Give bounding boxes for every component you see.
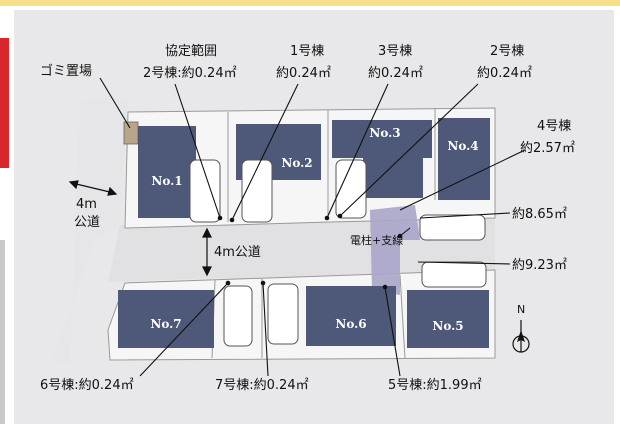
north-arrow-head-icon — [517, 330, 525, 342]
house-label-no5: No.5 — [432, 319, 463, 333]
house-no1 — [138, 126, 196, 218]
house-label-no3: No.3 — [369, 126, 400, 140]
house-no7 — [118, 290, 214, 348]
top-band — [0, 0, 620, 6]
house-no4 — [438, 118, 490, 200]
leader-lines — [99, 77, 526, 377]
pole-label: 電柱+支線 — [350, 233, 403, 247]
house-label-no2: No.2 — [281, 156, 312, 170]
house1-area: 約0.24㎡ — [276, 66, 331, 81]
garbage-area — [123, 121, 139, 145]
marker-dot — [397, 233, 403, 239]
agreement-area-label: 2号棟:約0.24㎡ — [143, 66, 237, 81]
house6-area-label: 6号棟:約0.24㎡ — [40, 378, 134, 393]
car — [189, 159, 221, 223]
lot-divider — [399, 274, 406, 359]
house-no6 — [306, 286, 396, 346]
left-red-bar — [0, 38, 9, 168]
agreement-label: 協定範囲 — [165, 44, 217, 59]
car — [241, 159, 273, 223]
house-no3 — [332, 120, 432, 158]
house5-area-label: 5号棟:約1.99㎡ — [388, 378, 482, 393]
house-no5 — [407, 290, 489, 348]
north-label: N — [517, 303, 525, 316]
house1-title: 1号棟 — [290, 44, 324, 59]
marker-dot — [337, 213, 343, 219]
area-923: 約9.23㎡ — [512, 258, 567, 273]
main-road-label: 4m公道 — [214, 245, 261, 260]
house-no3-rear — [363, 158, 423, 198]
house4-title: 4号棟 — [537, 119, 571, 134]
pole-area — [370, 205, 420, 295]
house-label-no7: No.7 — [150, 317, 181, 331]
house-label-no1: No.1 — [151, 174, 182, 188]
car — [421, 261, 487, 288]
marker-dot — [217, 215, 223, 221]
left-road — [52, 98, 128, 362]
car — [335, 159, 367, 219]
marker-dot — [324, 215, 330, 221]
left-gray-bar — [0, 240, 5, 424]
house-label-no6: No.6 — [335, 317, 366, 331]
left-road-label: 公道 — [74, 215, 100, 230]
garbage-label: ゴミ置場 — [40, 63, 92, 79]
dimension-arrows — [68, 180, 212, 277]
house7-area-label: 7号棟:約0.24㎡ — [215, 378, 309, 393]
house2-title: 2号棟 — [490, 44, 524, 59]
car — [267, 283, 299, 345]
car — [223, 285, 253, 347]
house4-area: 約2.57㎡ — [520, 141, 575, 156]
marker-dot — [260, 280, 266, 286]
house-label-no4: No.4 — [447, 139, 478, 153]
marker-dot — [225, 280, 231, 286]
left-road-width: 4m — [76, 197, 97, 212]
car — [419, 214, 486, 241]
area-865: 約8.65㎡ — [512, 207, 567, 222]
marker-dot — [382, 284, 388, 290]
house2-area: 約0.24㎡ — [477, 66, 532, 81]
house3-area: 約0.24㎡ — [368, 66, 423, 81]
marker-dot — [229, 217, 235, 223]
house3-title: 3号棟 — [378, 44, 412, 59]
